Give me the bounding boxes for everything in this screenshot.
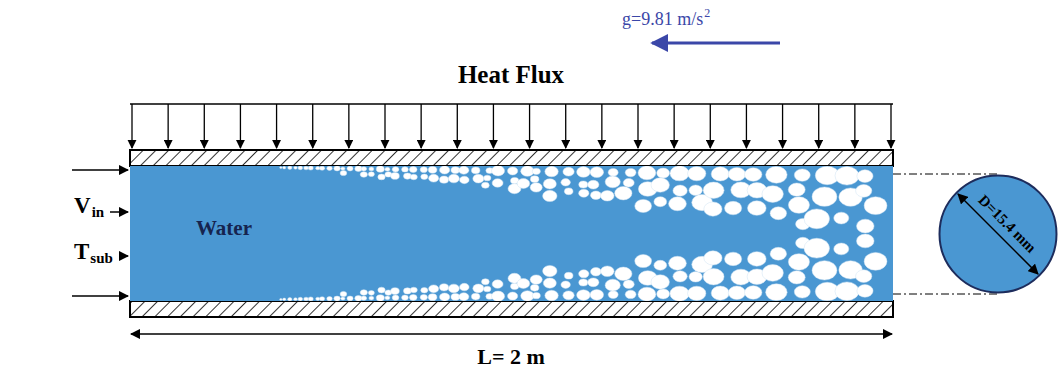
heat-flux-arrow — [746, 104, 747, 148]
circle-outline — [938, 174, 1058, 294]
cross-section-circle: D=15.4 mm — [938, 174, 1058, 294]
projection-line — [893, 174, 998, 175]
heat-flux-arrow — [240, 104, 241, 148]
fluid-label: Water — [196, 218, 252, 239]
heat-flux-arrow — [601, 104, 602, 148]
heat-flux-bar — [130, 103, 893, 105]
gravity-label: g=9.81 m/s — [622, 10, 703, 28]
heat-flux-arrow — [384, 104, 385, 148]
heat-flux-arrow — [710, 104, 711, 148]
length-label: L= 2 m — [477, 346, 545, 368]
projection-line — [893, 294, 998, 295]
heat-flux-arrow — [420, 104, 421, 148]
heat-flux-arrow — [131, 104, 132, 148]
heat-flux-arrow — [673, 104, 674, 148]
pipe-flow-region: Water — [130, 166, 893, 301]
inlet-arrow — [120, 255, 128, 257]
heat-flux-arrow — [637, 104, 638, 148]
heat-flux-arrow — [167, 104, 168, 148]
heat-flux-arrow — [312, 104, 313, 148]
superscript: 2 — [704, 7, 710, 19]
subscript: in — [92, 205, 105, 220]
heat-flux-arrow — [782, 104, 783, 148]
temperature-symbol: T — [74, 240, 89, 263]
heat-flux-arrow — [529, 104, 530, 148]
pipe-wall-bottom — [130, 301, 893, 317]
inlet-arrow — [110, 211, 128, 213]
gravity-arrow — [652, 42, 780, 45]
heat-flux-arrows — [132, 104, 891, 148]
heat-flux-arrow — [818, 104, 819, 148]
heat-flux-arrow — [565, 104, 566, 148]
velocity-symbol: V — [74, 194, 91, 217]
heat-flux-label: Heat Flux — [458, 62, 564, 87]
heat-flux-arrow — [890, 104, 891, 148]
inlet-arrow — [72, 295, 128, 297]
heat-flux-arrow — [493, 104, 494, 148]
inlet-arrow — [72, 169, 128, 171]
heat-flux-arrow — [204, 104, 205, 148]
heat-flux-arrow — [348, 104, 349, 148]
pipe-wall-top — [130, 150, 893, 166]
heat-flux-arrow — [457, 104, 458, 148]
length-dimension — [131, 333, 892, 335]
heat-flux-arrow — [854, 104, 855, 148]
heat-flux-arrow — [276, 104, 277, 148]
subscript: sub — [90, 251, 113, 266]
